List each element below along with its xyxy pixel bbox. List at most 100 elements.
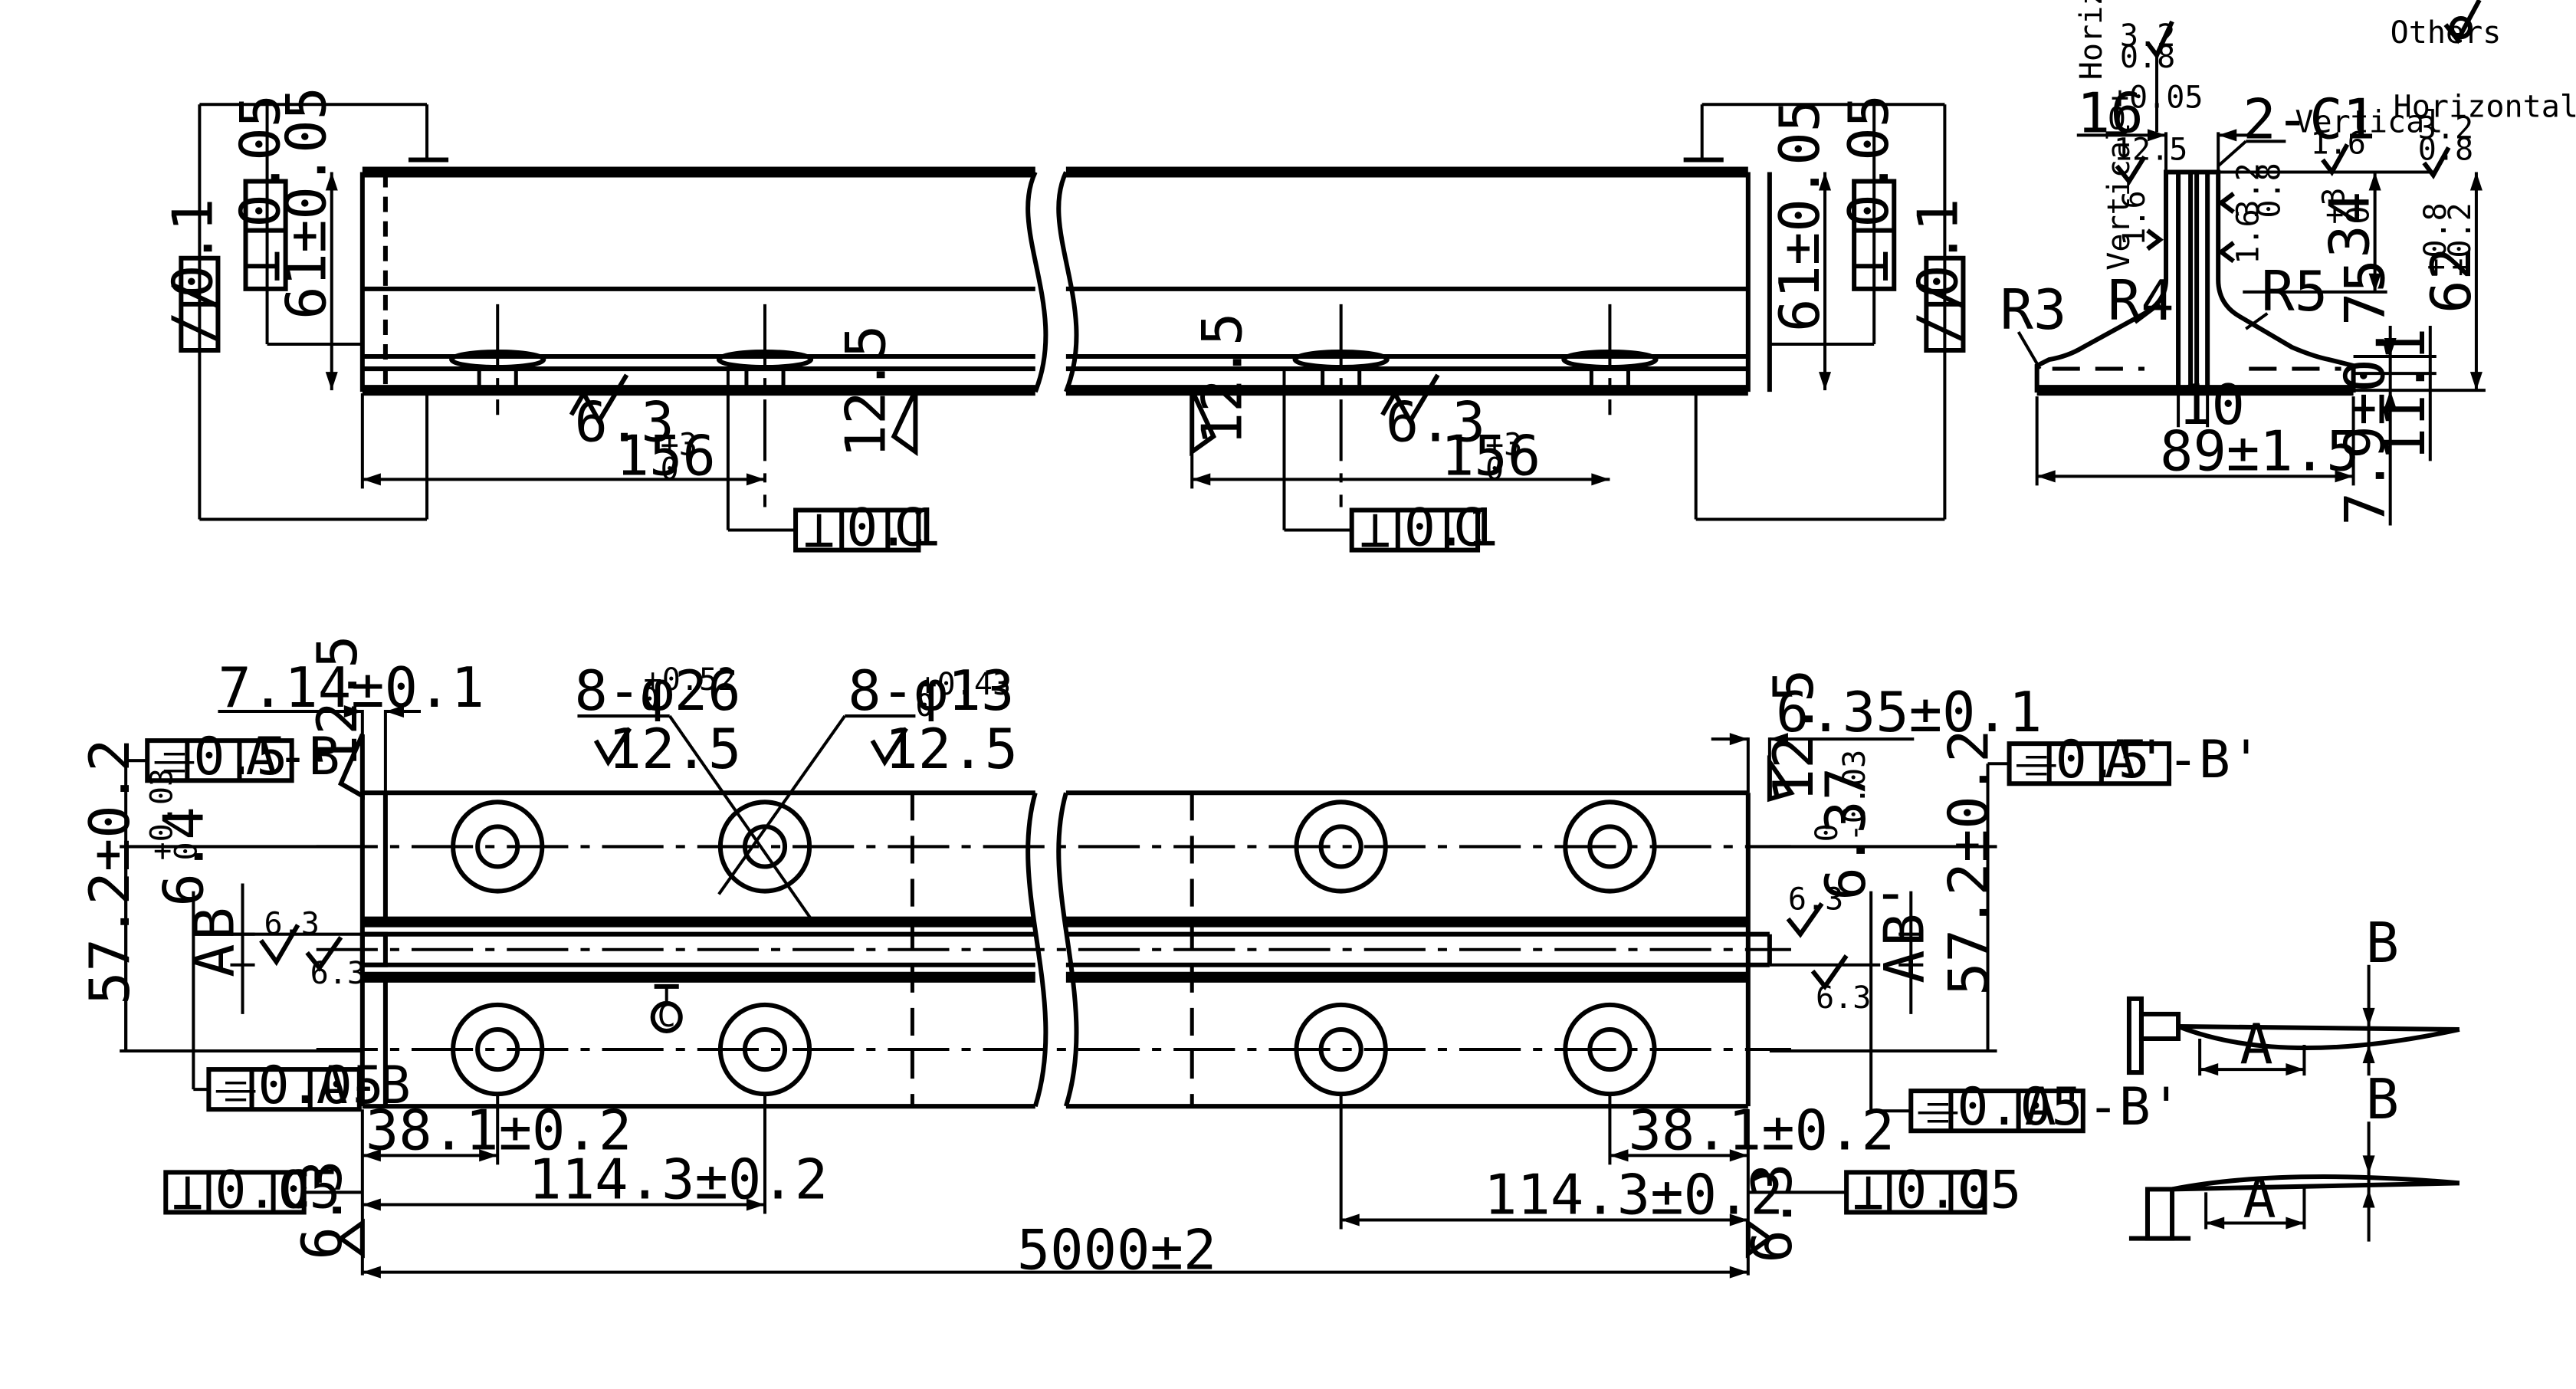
hole-callout-big: 8-φ26 <box>574 659 740 724</box>
svg-text:6.3: 6.3 <box>1788 882 1843 918</box>
svg-text:0: 0 <box>915 688 934 724</box>
frame-perp-right-bottom: ⊥ 0.05 C <box>1844 1160 2021 1222</box>
dim-base-111: 11.1 <box>2374 328 2438 461</box>
svg-text:0: 0 <box>2108 101 2126 136</box>
svg-text:A-B: A-B <box>245 727 340 787</box>
svg-text:Horizontal: Horizontal <box>2394 89 2576 124</box>
svg-text:+0.03: +0.03 <box>144 768 179 861</box>
radius-r5: R5 <box>2261 260 2328 324</box>
frame-perp-left: 0.05 ⊥ <box>229 94 294 291</box>
svg-text:-0.03: -0.03 <box>1837 750 1872 842</box>
svg-text:A: A <box>1872 950 1937 983</box>
dim-base-thk: 7.9±0.75 <box>2334 259 2398 525</box>
dim-base-width: 89±1.5 <box>2160 419 2360 484</box>
svg-text:0.1: 0.1 <box>846 498 940 559</box>
hole <box>451 800 545 894</box>
frame-perp-c-left: ⊥ 0.1 C <box>793 498 940 560</box>
svg-text:6.3: 6.3 <box>1816 980 1871 1016</box>
frame-sym-right-bottom: ⌯ 0.05 A'-B' <box>1908 1077 2182 1139</box>
svg-text:0.05: 0.05 <box>1895 1160 2021 1220</box>
svg-text:C: C <box>1957 1160 1988 1220</box>
svg-text:Others: Others <box>2391 15 2502 51</box>
svg-text:B': B' <box>1872 880 1937 947</box>
dim-381-right: 38.1±0.2 <box>1628 1098 1894 1163</box>
dim-center-height-right: 61±0.05 <box>1768 99 1833 332</box>
detail-label-b: B <box>2366 911 2399 976</box>
svg-text:Vertical: Vertical <box>2102 123 2137 271</box>
hole-counterbore <box>449 304 1659 507</box>
dim-web: 10 <box>2178 373 2245 438</box>
svg-text:⊥: ⊥ <box>229 249 294 282</box>
svg-text:+3: +3 <box>661 427 697 462</box>
plan-view: 8-φ26 +0.52 0 8-φ13 +0.43 0 12.5 12.5 7.… <box>78 635 2262 1282</box>
svg-text:⌯: ⌯ <box>153 728 195 789</box>
svg-text:A: A <box>182 944 247 977</box>
roughness-symbol: 6.3 6.3 12.5 12.5 <box>569 313 1485 458</box>
hole <box>1563 800 1657 894</box>
svg-text:1.6: 1.6 <box>2310 126 2365 161</box>
svg-text:12.5: 12.5 <box>834 325 898 458</box>
svg-text:⊥: ⊥ <box>1852 1161 1884 1222</box>
svg-text:0: 0 <box>1485 452 1504 487</box>
dim-height-34: 34 <box>2318 192 2383 258</box>
hole <box>1294 800 1388 894</box>
detail-label-b: B <box>2366 1068 2399 1132</box>
svg-text:+3: +3 <box>1485 427 1522 462</box>
svg-text:0.5: 0.5 <box>2056 730 2150 790</box>
dim-156-left: 156 <box>616 424 716 488</box>
dim-total-length: 5000±2 <box>1017 1219 1217 1283</box>
dim-637: 6.37 <box>1814 767 1879 901</box>
svg-text:C: C <box>280 1160 311 1220</box>
frame-sym-left-top: ⌯ 0.5 A-B <box>145 727 340 789</box>
frame-perp-c-right: ⊥ 0.1 C <box>1349 498 1498 560</box>
svg-text:+0.8: +0.8 <box>2418 202 2453 277</box>
svg-text:12.5: 12.5 <box>609 717 742 782</box>
dim-156-right: 156 <box>1441 424 1541 488</box>
svg-text:0.05: 0.05 <box>1837 94 1902 228</box>
svg-text:B: B <box>182 907 247 940</box>
svg-text://: // <box>1906 277 1971 344</box>
svg-text:⌯: ⌯ <box>215 1057 257 1118</box>
svg-text:0.1: 0.1 <box>161 199 225 298</box>
svg-text:⌯: ⌯ <box>2016 731 2058 792</box>
dim-top-width: 16 <box>2077 81 2144 146</box>
hole-callout-small: 8-φ13 <box>848 659 1014 724</box>
frame-parallel-left: // 0.1 <box>161 199 225 353</box>
svg-text:⊥: ⊥ <box>1360 500 1391 560</box>
dim-1143-right: 114.3±0.2 <box>1484 1163 1784 1227</box>
svg-text:⌯: ⌯ <box>1917 1079 1959 1139</box>
svg-text:0: 0 <box>641 682 659 717</box>
section-view: 16 +0.05 0 2-C1 34 +3 0 62 +0.8 +0.2 7.9… <box>2000 0 2576 526</box>
svg-text:C: C <box>1453 498 1485 559</box>
dim-64: 6.4 <box>152 806 216 906</box>
dim-center-height-left: 61±0.05 <box>275 87 340 320</box>
svg-text:A'-B': A'-B' <box>2025 1077 2182 1138</box>
svg-text:A'-B': A'-B' <box>2105 730 2262 790</box>
svg-text:0.05: 0.05 <box>258 1056 384 1116</box>
dim-572-right: 57.2±0.2 <box>1938 729 2002 995</box>
svg-text:+3: +3 <box>2317 187 2352 224</box>
svg-text://: // <box>161 277 225 344</box>
frame-sym-right-top: ⌯ 0.5 A'-B' <box>2007 730 2262 792</box>
svg-text:+0.43: +0.43 <box>918 667 1011 702</box>
dim-381-left: 38.1±0.2 <box>366 1098 632 1163</box>
svg-text:1.6: 1.6 <box>2117 190 2152 245</box>
svg-text:+0.52: +0.52 <box>644 662 737 698</box>
svg-text:3.2: 3.2 <box>2230 163 2266 218</box>
svg-text:6.3: 6.3 <box>290 1160 355 1259</box>
svg-text:6.3: 6.3 <box>264 907 320 942</box>
svg-text:⊥: ⊥ <box>1837 249 1902 282</box>
radius-r4: R4 <box>2108 269 2174 333</box>
svg-text:A-B: A-B <box>317 1056 411 1116</box>
svg-text:0: 0 <box>1810 823 1845 842</box>
svg-text:6.3: 6.3 <box>1386 390 1485 455</box>
dim-572-left: 57.2±0.2 <box>78 738 143 1004</box>
chamfer-label: 2-C1 <box>2243 87 2376 152</box>
svg-text:12.5: 12.5 <box>884 717 1018 782</box>
svg-text:0.8: 0.8 <box>2252 163 2287 218</box>
svg-text:+0.2: +0.2 <box>2443 202 2478 277</box>
svg-text:Vertical: Vertical <box>2295 104 2443 140</box>
svg-text:3.2: 3.2 <box>2418 110 2473 146</box>
svg-text:0.05: 0.05 <box>229 94 294 228</box>
